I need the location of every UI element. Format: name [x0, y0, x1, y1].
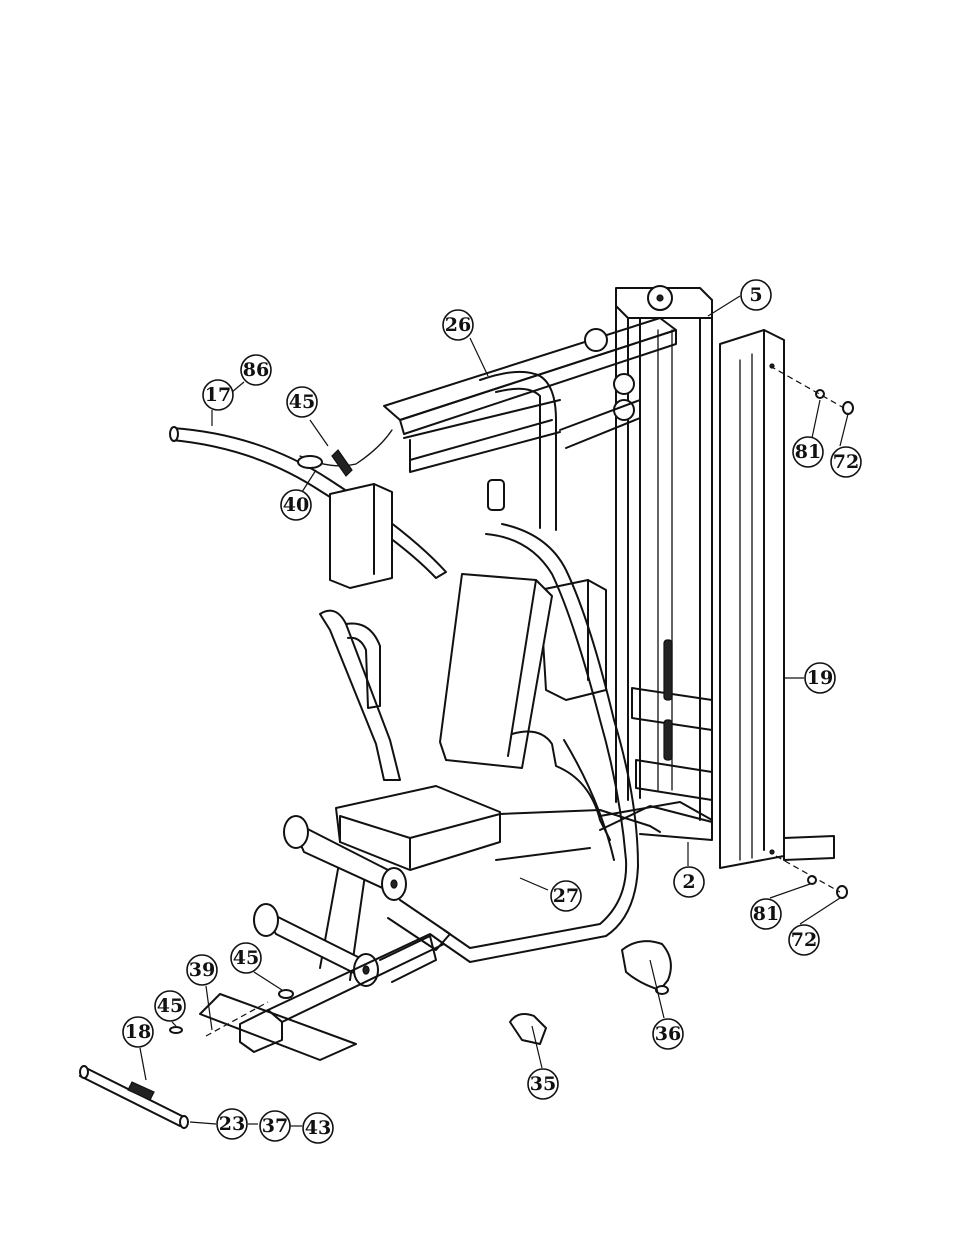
callout-label: 27: [553, 885, 579, 907]
callout-17: 17: [202, 379, 234, 411]
callout-label: 81: [753, 903, 779, 925]
callout-label: 18: [125, 1021, 151, 1043]
callout-label: 26: [445, 314, 471, 336]
seat-pad: [335, 785, 501, 871]
callout-label: 45: [157, 995, 183, 1017]
callout-43: 43: [302, 1112, 334, 1144]
callout-label: 37: [262, 1115, 288, 1137]
callout-label: 72: [833, 451, 859, 473]
back-pad: [439, 573, 553, 769]
callout-label: 40: [283, 494, 309, 516]
callouts: 5 26 86 17 45 40 81 72 19 2 27: [122, 279, 862, 1144]
callout-label: 17: [205, 384, 231, 406]
callout-35: 35: [527, 1068, 559, 1100]
base-frame: [199, 801, 713, 1061]
callout-label: 2: [682, 871, 695, 893]
callout-label: 45: [289, 391, 315, 413]
callout-27: 27: [550, 880, 582, 912]
callout-label: 5: [749, 284, 762, 306]
callout-39: 39: [186, 954, 218, 986]
callout-26: 26: [442, 309, 474, 341]
callout-81-top: 81: [792, 436, 824, 468]
callout-72-bottom: 72: [788, 924, 820, 956]
callout-label: 72: [791, 929, 817, 951]
top-boom: [383, 317, 677, 435]
callout-37: 37: [259, 1110, 291, 1142]
callout-19: 19: [804, 662, 836, 694]
callout-2: 2: [673, 866, 705, 898]
callout-label: 43: [305, 1117, 331, 1139]
callout-23: 23: [216, 1108, 248, 1140]
seat-frame: [253, 805, 713, 987]
callout-label: 35: [530, 1073, 556, 1095]
lat-bar: [169, 426, 447, 579]
callout-72-top: 72: [830, 446, 862, 478]
press-arm-pads: [329, 483, 607, 701]
main-upright: [403, 370, 641, 531]
callout-label: 81: [795, 441, 821, 463]
side-shroud: [719, 329, 835, 869]
callout-81-bottom: 81: [750, 898, 782, 930]
callout-label: 19: [807, 667, 833, 689]
callout-40: 40: [280, 489, 312, 521]
weight-stack-tower: [615, 285, 713, 831]
callout-45-low: 45: [154, 990, 186, 1022]
loose-parts: [79, 365, 854, 1129]
press-arm-tubes: [443, 523, 639, 963]
callout-label: 39: [189, 959, 215, 981]
leader-lines: [139, 295, 849, 1127]
callout-36: 36: [652, 1018, 684, 1050]
callout-label: 23: [219, 1113, 245, 1135]
left-handle: [319, 609, 401, 781]
callout-45-top: 45: [286, 386, 318, 418]
callout-18: 18: [122, 1016, 154, 1048]
callout-label: 86: [243, 359, 269, 381]
callout-86: 86: [240, 354, 272, 386]
callout-45-mid: 45: [230, 942, 262, 974]
callout-label: 45: [233, 947, 259, 969]
callout-label: 36: [655, 1023, 681, 1045]
callout-5: 5: [740, 279, 772, 311]
